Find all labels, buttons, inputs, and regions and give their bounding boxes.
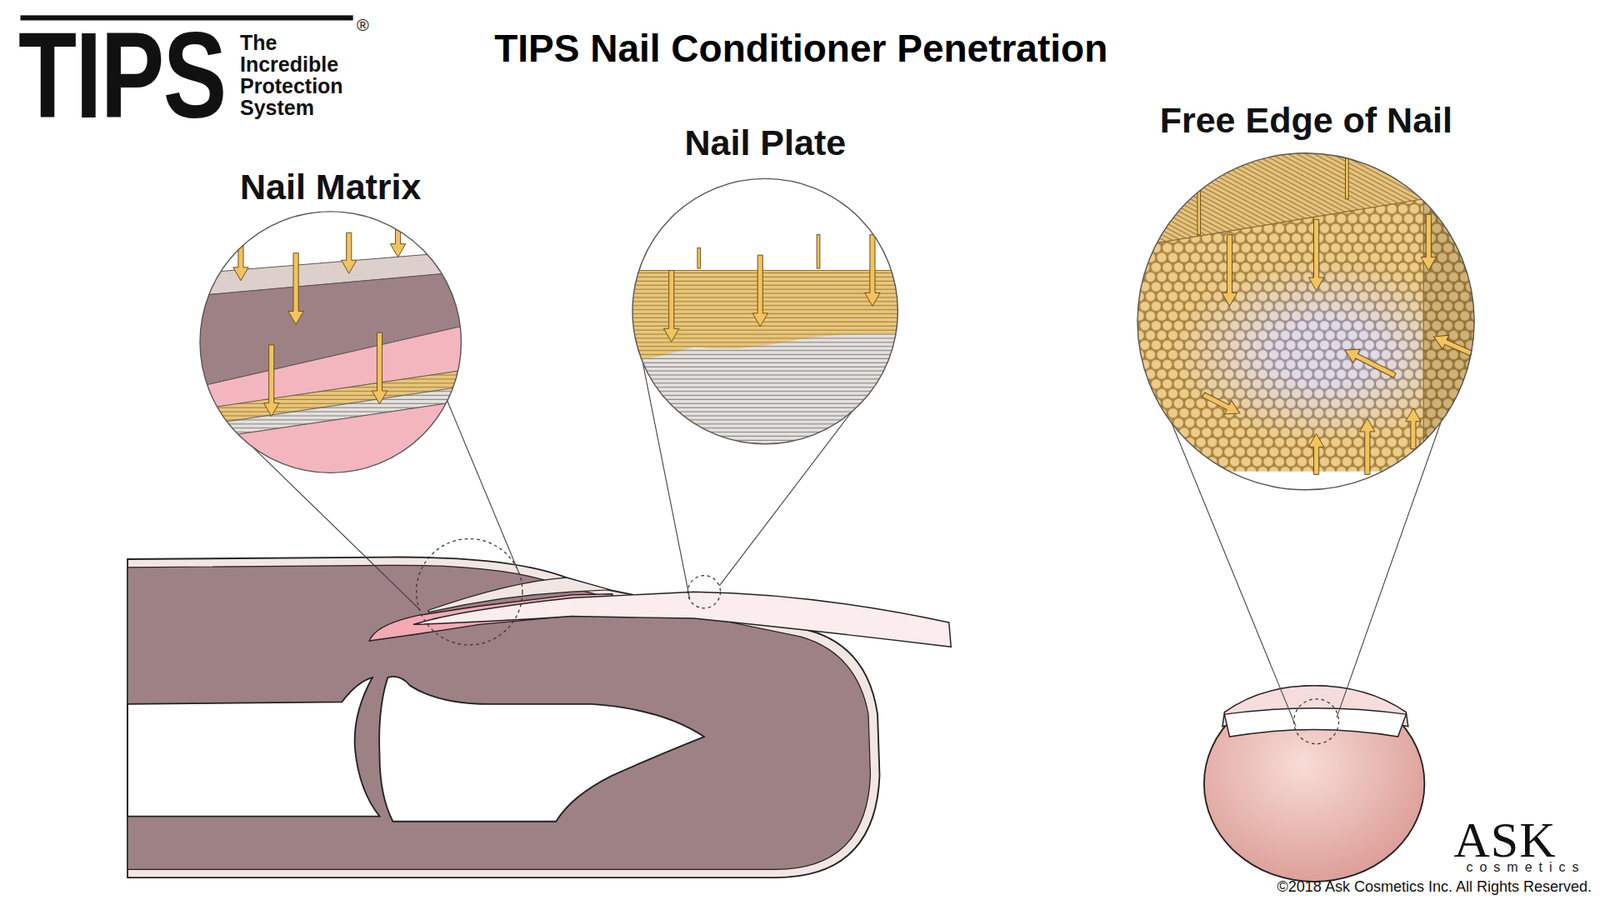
plate-magnified-layers bbox=[627, 173, 904, 455]
diagram-title: TIPS Nail Conditioner Penetration bbox=[494, 27, 1108, 70]
focus-circle bbox=[416, 539, 523, 645]
magnified-view: Nail Matrix bbox=[196, 169, 465, 476]
penetration-arrow bbox=[1430, 330, 1475, 361]
finger-end-view bbox=[1204, 685, 1425, 882]
matrix-magnified-layers bbox=[194, 204, 470, 480]
magnifier-circle bbox=[1137, 153, 1475, 490]
penetration-arrow bbox=[288, 253, 304, 325]
penetration-arrow bbox=[1197, 171, 1201, 235]
penetration-arrow bbox=[1197, 153, 1475, 475]
penetration-arrow bbox=[233, 240, 249, 281]
magnifier-circle bbox=[200, 210, 461, 472]
matrix-magnified-layers bbox=[194, 204, 470, 480]
penetration-arrow bbox=[664, 270, 680, 342]
penetration-arrow bbox=[371, 332, 387, 405]
penetration-arrow bbox=[1341, 343, 1399, 383]
penetration-arrow bbox=[1360, 418, 1375, 475]
finger-end-view bbox=[1224, 708, 1406, 737]
matrix-magnified-layers bbox=[194, 400, 470, 480]
label-wrap: The Incredible Protection System bbox=[240, 31, 357, 119]
finger-side-view bbox=[428, 577, 610, 613]
label-wrap: ©2018 Ask Cosmetics Inc. All Rights Rese… bbox=[1277, 878, 1592, 895]
free-edge-magnified-block bbox=[1423, 153, 1500, 472]
focus-circle bbox=[1294, 699, 1340, 745]
free-edge-magnified-block bbox=[1423, 199, 1425, 472]
label-wrap: ® bbox=[356, 16, 370, 34]
penetration-arrow bbox=[1221, 235, 1237, 307]
label-wrap: cosmetics bbox=[1465, 860, 1585, 875]
magnified-view: Free Edge of Nail bbox=[1134, 102, 1478, 494]
focus-circle bbox=[687, 575, 720, 609]
penetration-arrow bbox=[752, 255, 768, 327]
finger-side-view bbox=[379, 676, 705, 822]
finger-side-view bbox=[127, 557, 951, 879]
title-wrap: TIPS Nail Conditioner Penetration bbox=[494, 27, 1108, 70]
penetration-arrow bbox=[1345, 153, 1349, 200]
view-heading: Free Edge of Nail bbox=[1134, 102, 1478, 139]
focus-circle bbox=[416, 539, 1340, 745]
free-edge-magnified-block bbox=[1423, 153, 1500, 472]
penetration-arrow bbox=[233, 216, 406, 417]
penetration-arrow bbox=[341, 232, 357, 274]
finger-end-view bbox=[1204, 685, 1425, 882]
free-edge-magnified-block bbox=[1122, 142, 1500, 495]
penetration-arrow bbox=[865, 235, 880, 307]
plate-magnified-layers bbox=[627, 270, 904, 454]
registered-mark: ® bbox=[356, 16, 370, 34]
view-outline bbox=[196, 169, 465, 476]
brand-subtitle: cosmetics bbox=[1465, 860, 1585, 875]
penetration-arrow bbox=[390, 216, 405, 258]
penetration-arrow bbox=[816, 235, 820, 269]
penetration-arrow bbox=[1420, 214, 1436, 270]
logo-wordmark: TIPS bbox=[18, 14, 226, 137]
brand-logo: ASK bbox=[1453, 815, 1556, 865]
penetration-arrow bbox=[264, 345, 280, 417]
view-outline bbox=[1134, 102, 1478, 494]
penetration-arrow bbox=[664, 235, 881, 343]
copyright-note: ©2018 Ask Cosmetics Inc. All Rights Rese… bbox=[1277, 878, 1592, 895]
finger-side-view bbox=[127, 677, 380, 817]
penetration-arrow bbox=[1308, 433, 1324, 475]
magnifier-circle bbox=[632, 178, 898, 444]
view-heading: Nail Matrix bbox=[196, 169, 465, 205]
label-wrap: ASK bbox=[1453, 815, 1556, 865]
magnified-view: Nail Plate bbox=[629, 125, 901, 448]
view-outline bbox=[629, 125, 901, 448]
free-edge-magnified-block bbox=[1122, 142, 1500, 247]
logo-tagline: The Incredible Protection System bbox=[240, 31, 357, 119]
penetration-arrow bbox=[1308, 219, 1324, 291]
view-heading: Nail Plate bbox=[629, 125, 901, 161]
penetration-arrow bbox=[697, 248, 701, 269]
penetration-arrow bbox=[1405, 408, 1421, 450]
leader-line bbox=[446, 400, 519, 572]
penetration-arrow bbox=[1200, 387, 1244, 420]
